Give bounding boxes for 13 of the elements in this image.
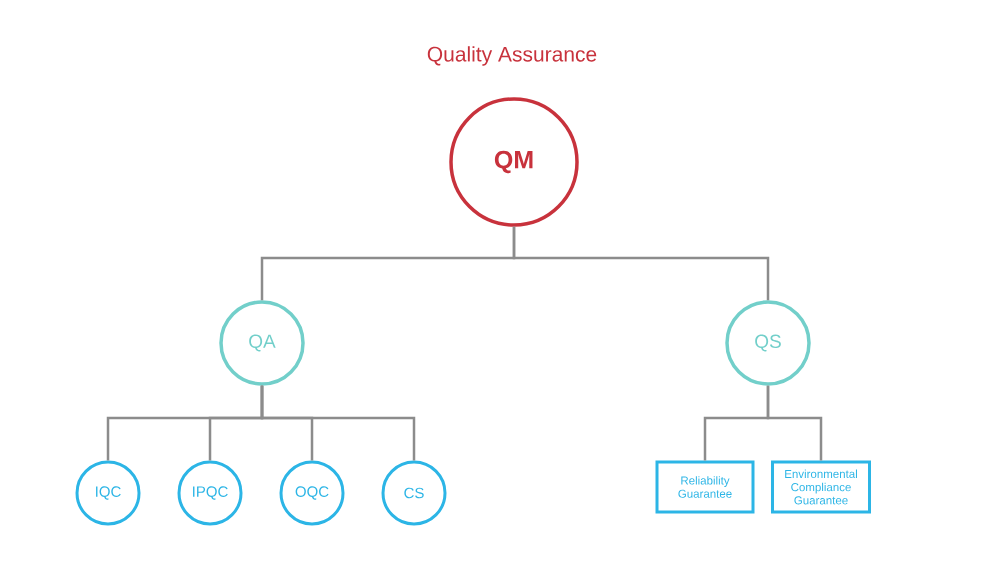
text-box: Reliability Guarantee — [655, 460, 755, 514]
connector-line — [766, 385, 823, 461]
connector-line — [512, 226, 770, 301]
text-box: Environmental Compliance Guarantee — [771, 460, 871, 514]
circle-node: IPQC — [177, 460, 243, 526]
circle-node: IQC — [75, 460, 141, 526]
circle-node: QM — [449, 97, 579, 227]
circle-node: OQC — [279, 460, 345, 526]
title: Quality Assurance — [427, 46, 597, 66]
circle-node: QS — [725, 300, 811, 386]
circle-node: QA — [219, 300, 305, 386]
circle-node: CS — [381, 460, 447, 526]
connector-line — [260, 385, 416, 461]
